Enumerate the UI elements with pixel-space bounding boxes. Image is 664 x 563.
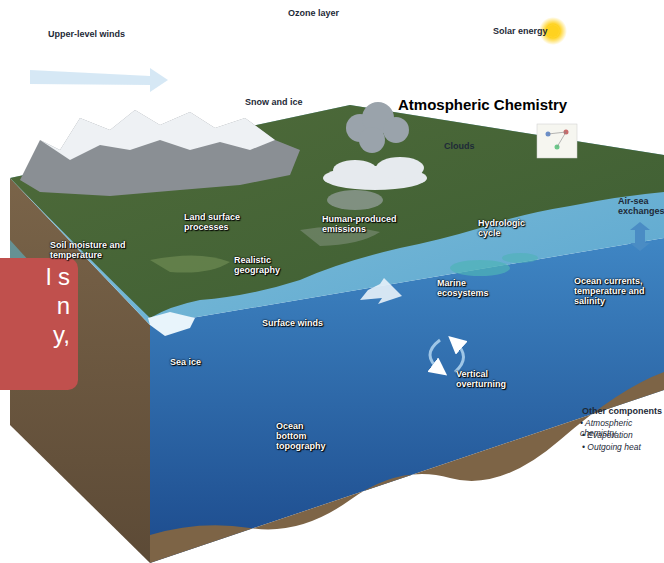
panel-text: l s n y, bbox=[40, 262, 70, 349]
layer-label: Ozone layer bbox=[288, 8, 358, 18]
geography-label: Realistic geography bbox=[234, 255, 296, 275]
land-label: Soil moisture and temperature bbox=[50, 240, 130, 260]
land-label: Land surface processes bbox=[184, 212, 254, 232]
text-panel: l s n y, bbox=[0, 258, 78, 390]
ocean-label: Ocean bottom topography bbox=[276, 421, 332, 451]
energy-label: Solar energy bbox=[493, 26, 553, 36]
component-item: • Evaporation bbox=[582, 430, 662, 440]
ocean-label: Vertical overturning bbox=[456, 369, 518, 389]
ice-label: Snow and ice bbox=[245, 97, 315, 107]
wind-label: Surface winds bbox=[262, 318, 342, 328]
cycle-label: Hydrologic cycle bbox=[478, 218, 538, 238]
exchange-label: Air-sea exchanges bbox=[618, 196, 662, 216]
ice-label: Sea ice bbox=[170, 357, 210, 367]
component-item: • Outgoing heat bbox=[582, 442, 662, 452]
section-heading: Atmospheric Chemistry bbox=[398, 96, 598, 113]
cloud-label: Clouds bbox=[444, 141, 484, 151]
ocean-label: Ocean currents, temperature and salinity bbox=[574, 276, 654, 306]
emission-label: Human-produced emissions bbox=[322, 214, 402, 234]
wind-label: Upper-level winds bbox=[48, 29, 138, 39]
legend-heading: Other components bbox=[582, 406, 662, 416]
ocean-label: Marine ecosystems bbox=[437, 278, 499, 298]
